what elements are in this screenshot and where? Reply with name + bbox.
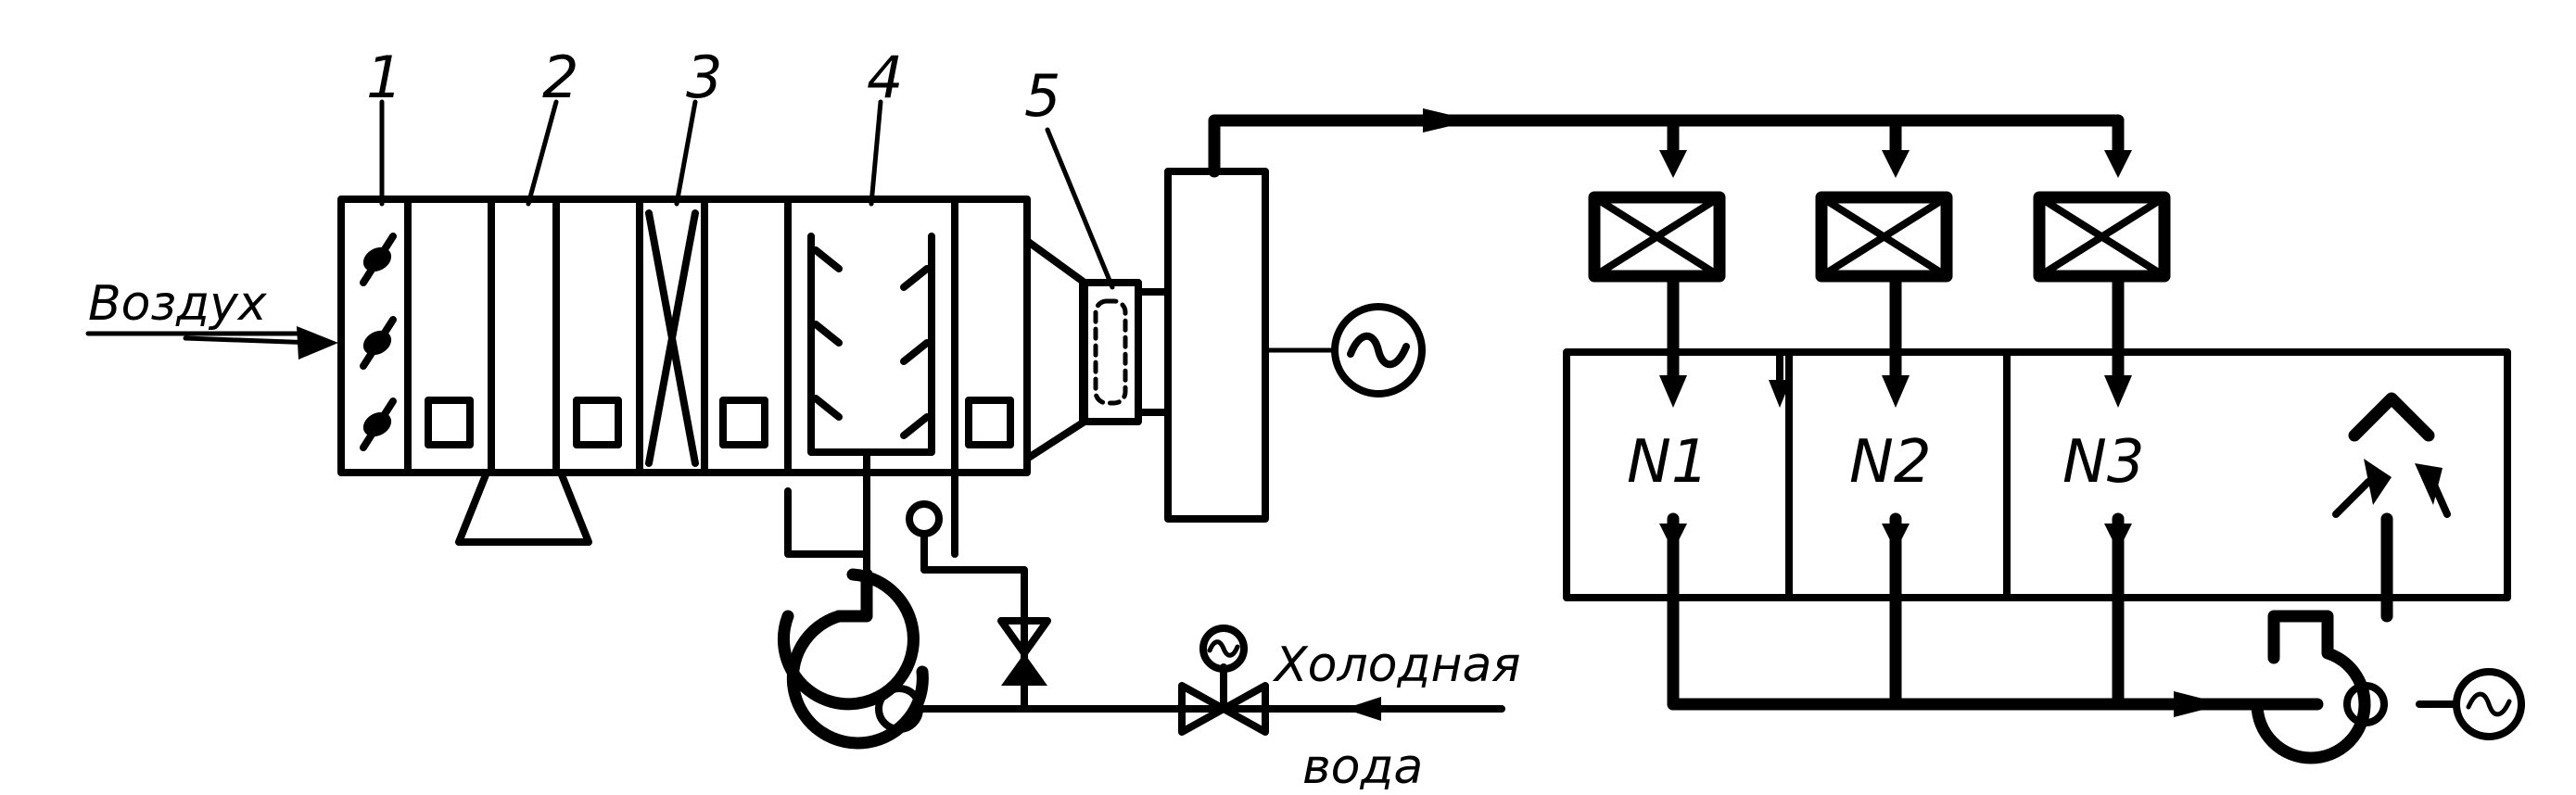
water-label-line1: Холодная — [1272, 637, 1521, 693]
exhaust-motor-icon — [2453, 668, 2525, 740]
section-number-5: 5 — [1024, 62, 1060, 130]
filter-drip-pan — [455, 469, 592, 546]
motor-icon — [1331, 303, 1426, 398]
water-label-line2: вода — [1302, 739, 1423, 795]
inlet-arrow-icon — [297, 326, 338, 360]
section-labels: 1 2 3 4 5 — [366, 44, 1115, 290]
terminal-filters — [1588, 191, 2171, 283]
water-circuit: Холодная вода — [777, 568, 1521, 795]
inlet-label: Воздух — [88, 276, 268, 332]
supply-fan — [1135, 168, 1426, 523]
air-handling-unit — [337, 196, 1142, 620]
room-label-n2: N2 — [1849, 428, 1932, 497]
heater-section — [645, 209, 699, 467]
rooms-block: N1 N2 N3 — [1563, 270, 2511, 711]
valve-icon — [997, 617, 1051, 657]
control-valve-icon — [1178, 682, 1227, 736]
damper-section — [360, 233, 397, 451]
section-number-2: 2 — [542, 44, 578, 111]
exhaust-hood-icon — [2348, 392, 2435, 442]
room-label-n3: N3 — [2062, 428, 2145, 497]
section-number-3: 3 — [686, 44, 722, 111]
spray-chamber — [784, 233, 1028, 620]
section-number-4: 4 — [867, 44, 903, 111]
actuator-icon — [1199, 625, 1248, 673]
exhaust-system — [1667, 392, 2525, 764]
section-number-1: 1 — [366, 44, 402, 111]
air-inlet: Воздух — [85, 276, 338, 360]
room-label-n1: N1 — [1627, 428, 1709, 497]
supply-duct — [1208, 108, 2132, 178]
